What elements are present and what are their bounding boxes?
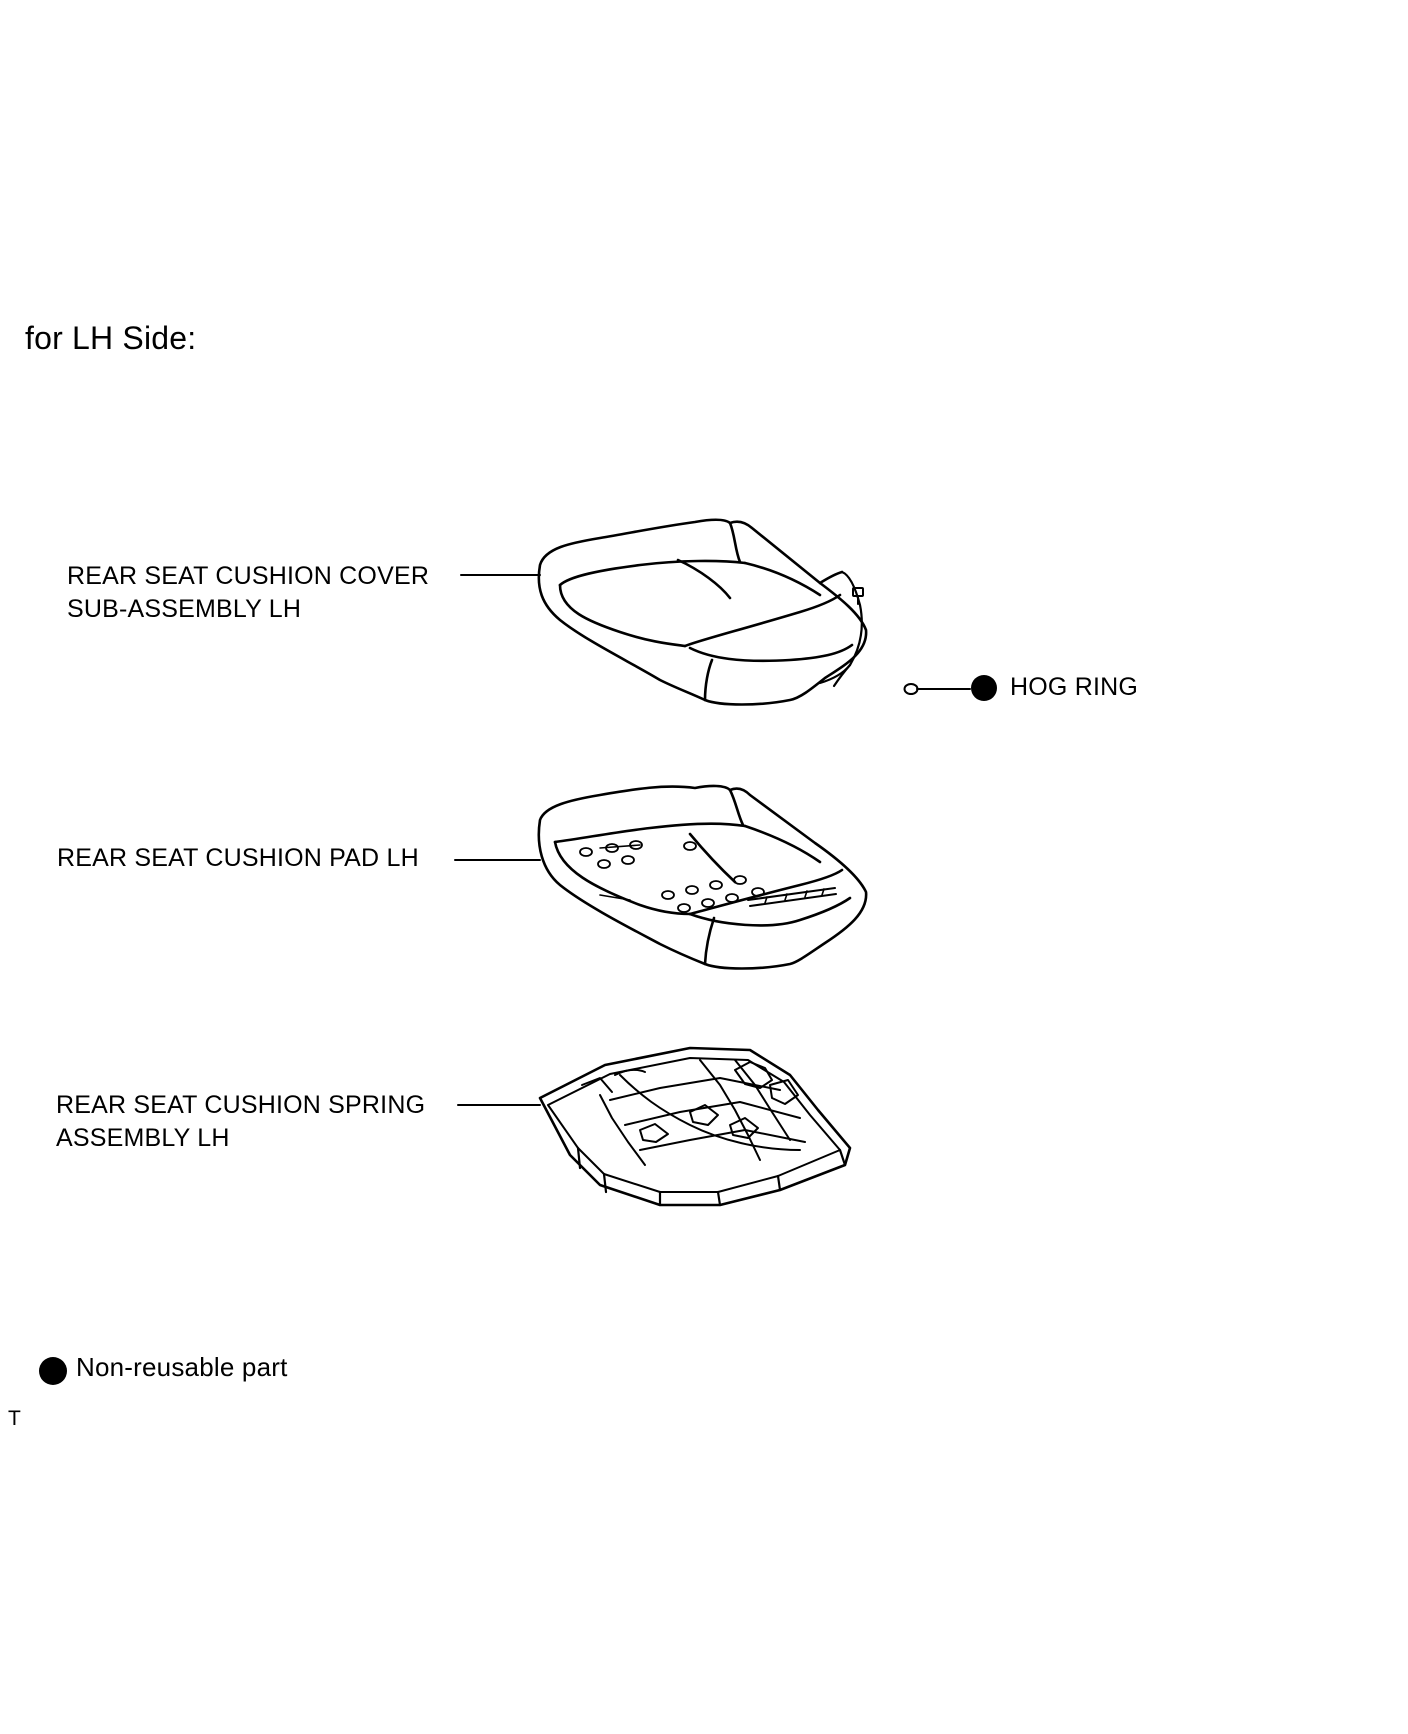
- cushion-cover-illustration: [537, 518, 868, 706]
- footer-mark: T: [8, 1407, 22, 1430]
- pad-label: REAR SEAT CUSHION PAD LH: [57, 844, 419, 872]
- legend-non-reusable-marker-icon: [39, 1357, 67, 1385]
- legend-text: Non-reusable part: [76, 1352, 288, 1382]
- cover-label-line-1: REAR SEAT CUSHION COVER: [67, 562, 430, 590]
- spring-label-line-2: ASSEMBLY LH: [56, 1124, 230, 1152]
- hog-ring-label: HOG RING: [1010, 673, 1138, 701]
- cover-label-line-2: SUB-ASSEMBLY LH: [67, 595, 302, 623]
- hog-ring-illustration: [903, 683, 971, 695]
- spring-label-line-1: REAR SEAT CUSHION SPRING: [56, 1091, 426, 1119]
- hog-ring-non-reusable-marker-icon: [971, 675, 997, 701]
- diagram-heading: for LH Side:: [25, 320, 197, 356]
- spring-assembly-illustration: [538, 1046, 852, 1207]
- cushion-pad-illustration: [537, 784, 868, 970]
- cushion-pad-holes: [579, 840, 765, 913]
